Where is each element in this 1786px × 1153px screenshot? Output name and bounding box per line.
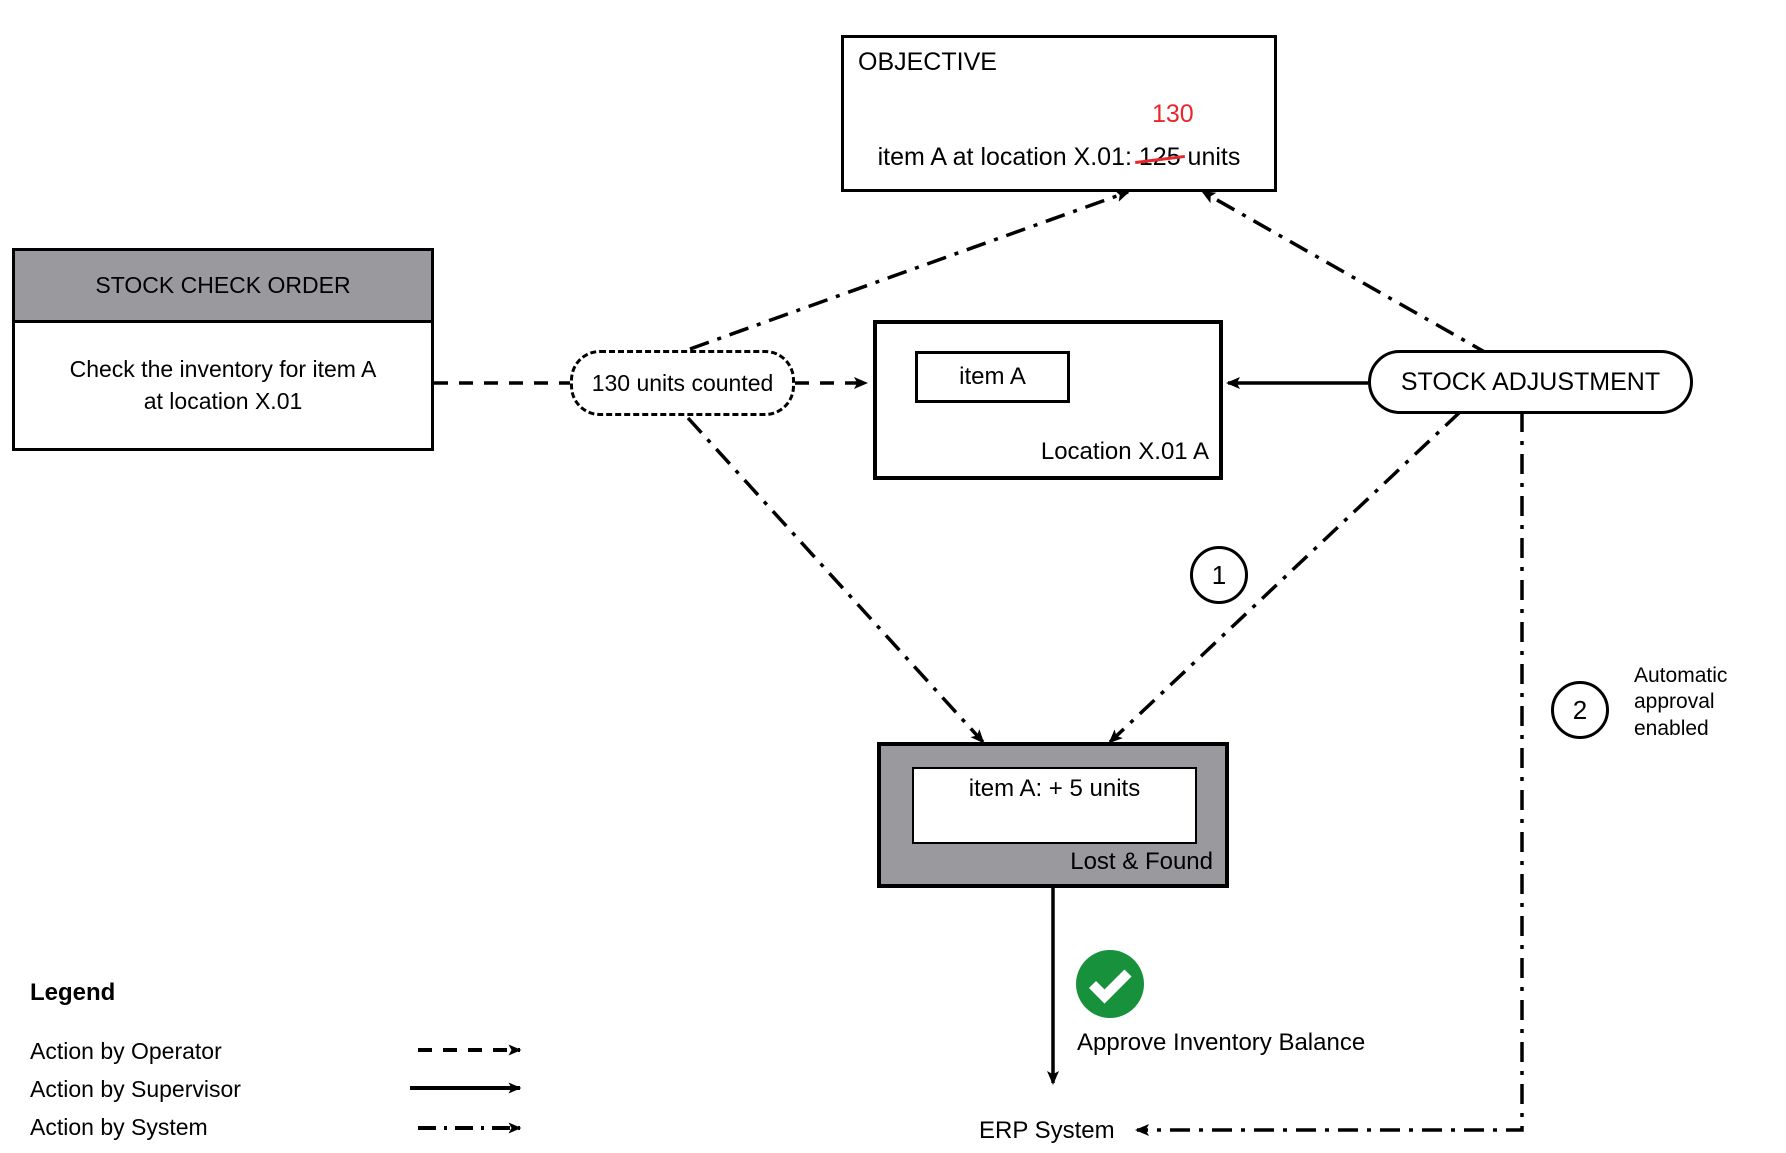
- lost-and-found-entry: item A: + 5 units: [912, 767, 1197, 844]
- objective-title: OBJECTIVE: [858, 48, 997, 76]
- edge-adjustment-to-lostfound: [1108, 410, 1462, 744]
- objective-old-value: 125: [1138, 143, 1181, 171]
- edge-adjustment-to-erp: [1135, 412, 1524, 1136]
- objective-box: OBJECTIVE 130 item A at location X.01: 1…: [841, 35, 1277, 192]
- stock-check-order-line-2: at location X.01: [143, 387, 303, 414]
- edge-count-to-lostfound: [686, 416, 985, 744]
- location-item-a-label: item A: [959, 363, 1026, 390]
- legend-label-operator: Action by Operator: [30, 1038, 222, 1064]
- marker-two-label: 2: [1572, 694, 1588, 725]
- automatic-approval-line-3: enabled: [1634, 716, 1709, 740]
- counted-callout-label: 130 units counted: [591, 369, 774, 396]
- lost-and-found-entry-label: item A: + 5 units: [968, 775, 1141, 802]
- objective-statement: item A at location X.01: 125 units: [844, 143, 1274, 172]
- stock-check-order-body: Check the inventory for item A at locati…: [15, 323, 431, 448]
- stock-check-order-line-1: Check the inventory for item A: [69, 356, 377, 383]
- legend-label-system: Action by System: [30, 1114, 208, 1140]
- automatic-approval-annotation: Automatic approval enabled: [1634, 663, 1727, 742]
- marker-one: 1: [1190, 546, 1248, 604]
- counted-callout: 130 units counted: [570, 350, 795, 416]
- stock-adjustment-label: STOCK ADJUSTMENT: [1400, 367, 1661, 396]
- legend-title: Legend: [30, 979, 116, 1006]
- marker-two: 2: [1551, 681, 1609, 739]
- approve-check-icon-wrap: [1074, 948, 1146, 1025]
- edge-adjustment-to-objective: [1201, 190, 1491, 357]
- objective-statement-prefix: item A at location X.01:: [877, 143, 1139, 171]
- location-item-a-slot: item A: [915, 351, 1070, 403]
- check-circle-icon: [1076, 950, 1144, 1018]
- objective-statement-suffix: units: [1180, 143, 1241, 171]
- automatic-approval-line-2: approval: [1634, 690, 1715, 714]
- location-name-label: Location X.01 A: [1040, 438, 1209, 465]
- marker-one-label: 1: [1211, 559, 1227, 590]
- approve-inventory-balance-label: Approve Inventory Balance: [1077, 1029, 1366, 1056]
- legend-label-supervisor: Action by Supervisor: [30, 1076, 241, 1102]
- lost-and-found-label: Lost & Found: [1070, 848, 1213, 875]
- stock-adjustment-node: STOCK ADJUSTMENT: [1368, 350, 1693, 414]
- automatic-approval-line-1: Automatic: [1634, 664, 1728, 687]
- stock-check-order-header: STOCK CHECK ORDER: [15, 251, 431, 323]
- lost-and-found-box: item A: + 5 units Lost & Found: [877, 742, 1229, 888]
- location-box: item A Location X.01 A: [873, 320, 1223, 480]
- stock-check-order-box: STOCK CHECK ORDER Check the inventory fo…: [12, 248, 434, 451]
- edge-count-to-objective: [689, 190, 1130, 351]
- objective-corrected-value: 130: [1152, 100, 1194, 128]
- erp-system-label: ERP System: [979, 1117, 1115, 1144]
